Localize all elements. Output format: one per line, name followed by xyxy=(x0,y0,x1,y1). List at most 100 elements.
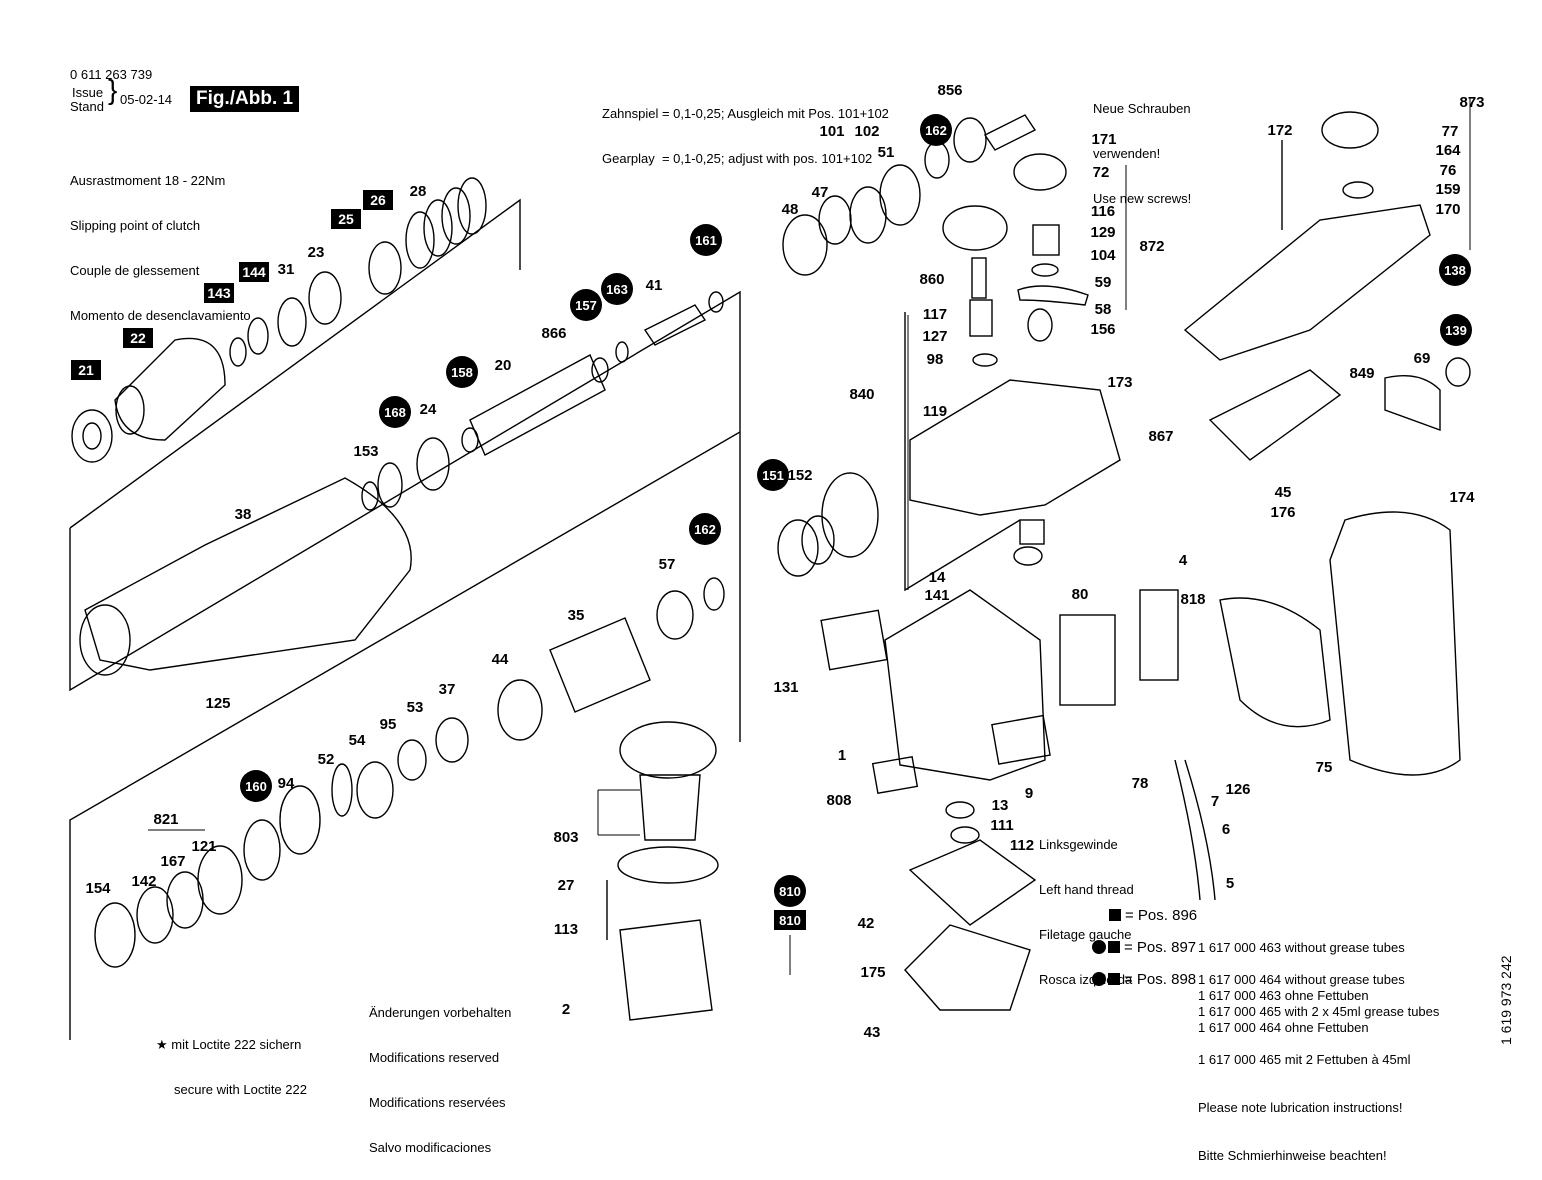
figure-label: Fig./Abb. 1 xyxy=(190,86,300,112)
legend-row-896: = Pos. 896 xyxy=(1092,907,1197,924)
part-label-box xyxy=(71,360,101,380)
ring xyxy=(801,515,835,565)
motor-housing-nose xyxy=(821,472,879,558)
part-label-circle xyxy=(570,289,602,321)
ring xyxy=(818,195,852,245)
part-label: 856 xyxy=(937,82,962,99)
part-label: 157 xyxy=(575,298,597,313)
tool-holder xyxy=(469,354,606,456)
fan-baffle xyxy=(617,846,719,884)
part-label: 119 xyxy=(923,403,947,420)
issue-label: Issue xyxy=(72,85,104,100)
brush-holder xyxy=(1139,589,1179,681)
gearplay-note: Zahnspiel = 0,1-0,25; Ausgleich mit Pos.… xyxy=(602,76,889,181)
motor-housing xyxy=(909,379,1121,516)
ring xyxy=(777,519,819,577)
clutch-cup xyxy=(197,845,243,915)
coupling xyxy=(356,761,394,819)
leader-lines xyxy=(148,98,1471,975)
part-label: 151 xyxy=(762,468,784,483)
part-label: 76 xyxy=(1440,162,1457,179)
gear-ring xyxy=(879,164,921,226)
part-label: 803 xyxy=(553,829,578,846)
part-label-circle xyxy=(774,875,806,907)
legend-desc-line: Please note lubrication instructions! xyxy=(1198,1100,1403,1115)
power-cable xyxy=(1184,759,1216,901)
part-label: 94 xyxy=(278,775,295,792)
part-label: 810 xyxy=(779,913,801,928)
part-label: 13 xyxy=(992,797,1009,814)
part-label: 20 xyxy=(495,357,512,374)
part-label: 80 xyxy=(1072,586,1089,603)
ring xyxy=(416,437,450,491)
bearing xyxy=(1019,519,1045,545)
clutch-line: Ausrastmoment 18 - 22Nm xyxy=(70,173,226,188)
part-label: 162 xyxy=(925,123,947,138)
legend-desc-line: 1 617 000 464 ohne Fettuben xyxy=(1198,1020,1369,1035)
part-label: 24 xyxy=(420,401,437,418)
part-label: 45 xyxy=(1275,484,1292,501)
bracket-69 xyxy=(1384,375,1441,431)
pinion xyxy=(1027,308,1053,342)
part-label: 125 xyxy=(205,695,230,712)
legend-desc-line: 1 617 000 463 without grease tubes xyxy=(1198,940,1405,955)
part-label: 53 xyxy=(407,699,424,716)
part-label: 47 xyxy=(812,184,829,201)
part-label: 72 xyxy=(1093,164,1110,181)
part-label: 98 xyxy=(927,351,944,368)
star-icon: ★ xyxy=(156,1037,172,1052)
ring xyxy=(277,297,307,347)
part-label: 158 xyxy=(451,365,473,380)
part-label-box xyxy=(774,910,806,930)
part-label: 9 xyxy=(1025,785,1033,802)
bearing xyxy=(397,739,427,781)
label-plate xyxy=(820,609,888,671)
circle-marker-icon xyxy=(1092,972,1106,986)
ring xyxy=(229,337,247,367)
connecting-rod xyxy=(983,114,1037,151)
armature-core xyxy=(639,774,701,841)
part-label: 174 xyxy=(1449,489,1475,506)
spring-coil xyxy=(457,177,487,235)
washer xyxy=(708,291,724,313)
legend-desc-line: 1 617 000 465 mit 2 Fettuben à 45ml xyxy=(1198,1052,1411,1067)
part-label: 102 xyxy=(854,123,879,140)
ring xyxy=(243,819,281,881)
part-label-circle xyxy=(1439,254,1471,286)
ring xyxy=(377,462,403,508)
bearing xyxy=(497,679,543,741)
loctite-line: mit Loctite 222 sichern xyxy=(171,1037,302,1052)
stand-label: Stand xyxy=(70,99,104,114)
gear-72 xyxy=(1013,153,1067,191)
legend-pos: = Pos. 897 xyxy=(1124,939,1197,956)
electronics-module xyxy=(1059,614,1116,706)
part-label: 4 xyxy=(1179,552,1188,569)
part-label: 111 xyxy=(990,817,1013,834)
part-label-circle xyxy=(379,396,411,428)
part-label: 164 xyxy=(1435,142,1461,159)
part-label: 6 xyxy=(1222,821,1230,838)
part-label: 162 xyxy=(694,522,716,537)
legend-row-898: = Pos. 898 xyxy=(1092,971,1196,988)
part-label-circle xyxy=(240,770,272,802)
part-label: 2 xyxy=(562,1001,570,1018)
piston-tube xyxy=(549,617,651,713)
spring-coil xyxy=(405,211,435,269)
legend-desc-line: 1 617 000 463 ohne Fettuben xyxy=(1198,988,1369,1003)
modifications-line: Modifications reserved xyxy=(369,1050,500,1065)
part-label: 44 xyxy=(492,651,509,668)
ring xyxy=(331,763,353,817)
part-label: 52 xyxy=(318,751,335,768)
part-label: 170 xyxy=(1435,201,1460,218)
exploded-view-diagram: 2823318662041241533812515257354437539554… xyxy=(69,82,1485,1041)
circle-marker-icon xyxy=(1092,940,1106,954)
clutch-ring xyxy=(368,241,402,295)
part-label: 173 xyxy=(1107,374,1132,391)
part-label: 154 xyxy=(85,880,111,897)
handle-grip xyxy=(1219,597,1331,728)
part-label: 818 xyxy=(1180,591,1205,608)
cap-139 xyxy=(1445,357,1471,387)
bearing-ring xyxy=(1013,546,1043,566)
part-label: 153 xyxy=(353,443,378,460)
part-label: 143 xyxy=(207,285,231,301)
